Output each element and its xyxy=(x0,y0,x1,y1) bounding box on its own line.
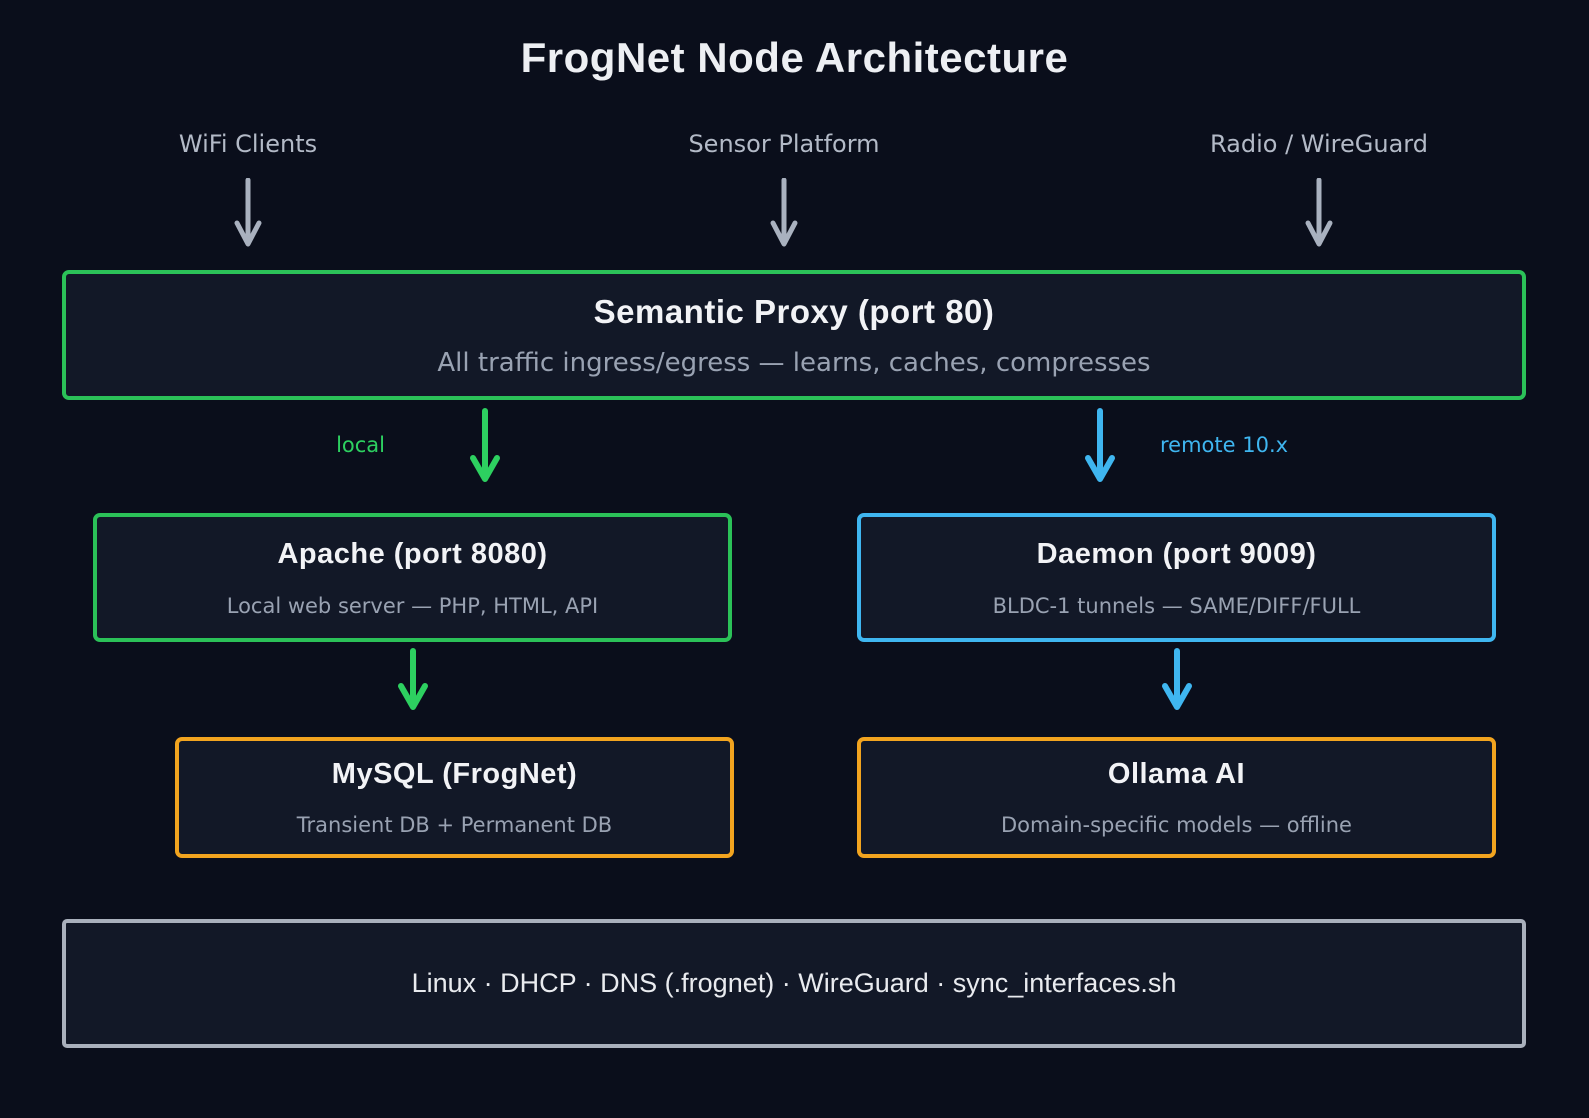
sensor-down-arrow-icon xyxy=(770,178,798,247)
apache-subtitle: Local web server — PHP, HTML, API xyxy=(226,593,599,618)
local-branch-label: local xyxy=(336,433,385,457)
apache-box: Apache (port 8080) Local web server — PH… xyxy=(93,513,732,642)
ollama-subtitle: Domain-specific models — offline xyxy=(1001,813,1352,837)
semantic-proxy-box: Semantic Proxy (port 80) All traffic ing… xyxy=(62,270,1526,400)
daemon-title: Daemon (port 9009) xyxy=(1036,537,1317,570)
mysql-title: MySQL (FrogNet) xyxy=(331,758,578,790)
apache-title: Apache (port 8080) xyxy=(277,537,548,570)
input-label-radio-wireguard: Radio / WireGuard xyxy=(1210,130,1428,158)
radio-down-arrow-icon xyxy=(1305,178,1333,247)
remote-down-arrow-icon xyxy=(1085,408,1115,482)
semantic-proxy-subtitle: All traffic ingress/egress — learns, cac… xyxy=(437,347,1151,378)
wifi-down-arrow-icon xyxy=(234,178,262,247)
daemon-box: Daemon (port 9009) BLDC-1 tunnels — SAME… xyxy=(857,513,1496,642)
base-platform-box: Linux · DHCP · DNS (.frognet) · WireGuar… xyxy=(62,919,1526,1048)
ollama-box: Ollama AI Domain-specific models — offli… xyxy=(857,737,1496,858)
semantic-proxy-title: Semantic Proxy (port 80) xyxy=(593,292,995,330)
ollama-title: Ollama AI xyxy=(1107,758,1246,790)
mysql-box: MySQL (FrogNet) Transient DB + Permanent… xyxy=(175,737,734,858)
local-down-arrow-icon xyxy=(470,408,500,482)
input-label-sensor-platform: Sensor Platform xyxy=(688,130,880,158)
remote-branch-label: remote 10.x xyxy=(1160,433,1289,457)
daemon-to-ollama-arrow-icon xyxy=(1162,648,1192,710)
base-platform-label: Linux · DHCP · DNS (.frognet) · WireGuar… xyxy=(411,968,1177,998)
input-label-wifi-clients: WiFi Clients xyxy=(178,130,318,158)
apache-to-mysql-arrow-icon xyxy=(398,648,428,710)
mysql-subtitle: Transient DB + Permanent DB xyxy=(296,813,613,837)
daemon-subtitle: BLDC-1 tunnels — SAME/DIFF/FULL xyxy=(992,593,1361,618)
diagram-title: FrogNet Node Architecture xyxy=(520,34,1069,81)
